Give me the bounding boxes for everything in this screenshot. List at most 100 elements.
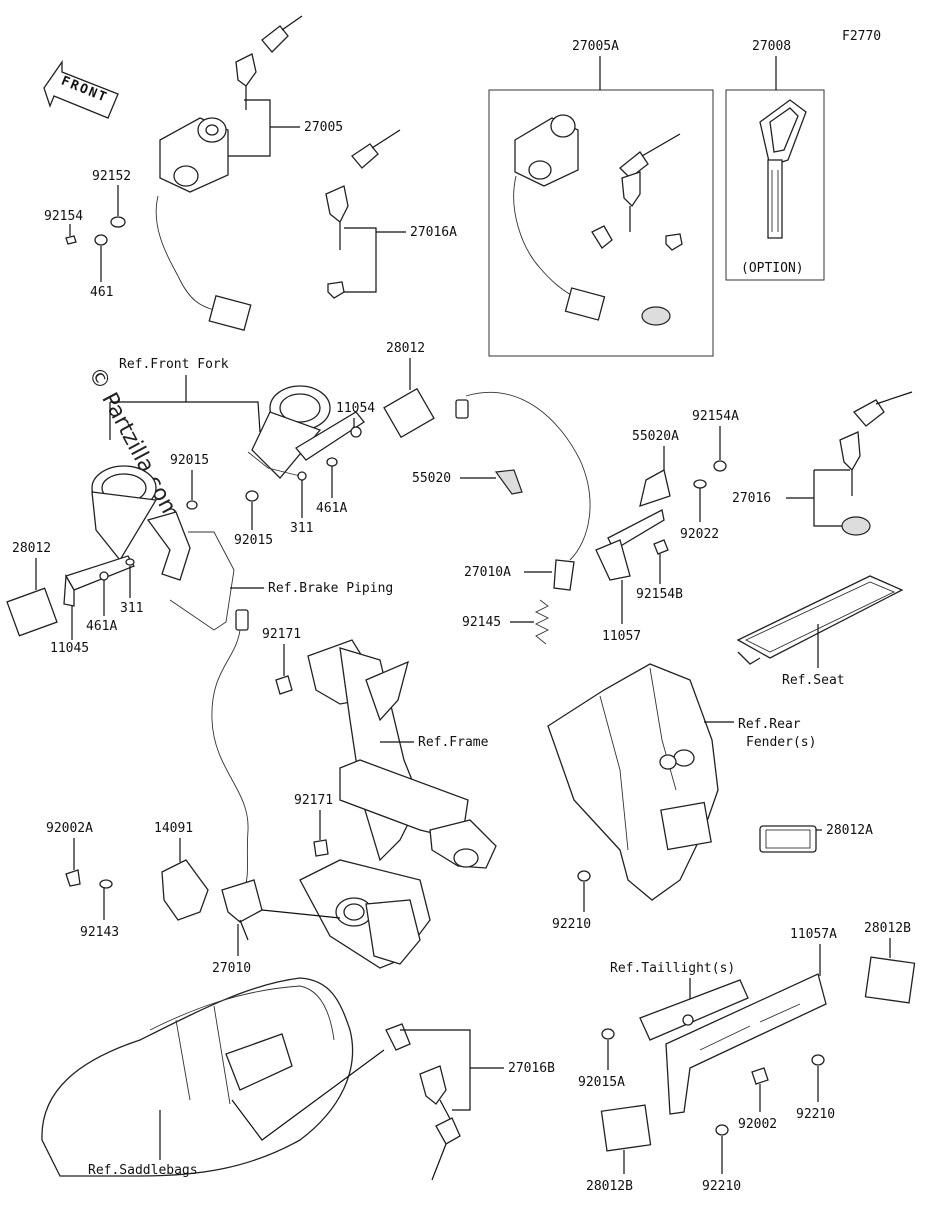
- plate-bracket-11057A-icon: [665, 973, 827, 1115]
- leader-ref-front-fork: [110, 401, 261, 433]
- nut-92015-b-icon: [245, 490, 259, 502]
- nut-92015-a-icon: [186, 500, 198, 510]
- option-key-icon: [759, 99, 807, 239]
- ignition-switch-icon: [155, 117, 252, 332]
- label-27010: 27010: [212, 961, 251, 976]
- bracket-55020A-icon: [595, 469, 671, 581]
- nut-92210-b-icon: [811, 1054, 825, 1066]
- spring-92145-icon: [534, 599, 550, 645]
- reflector-28012-top-icon: [383, 387, 435, 439]
- label-11054: 11054: [336, 401, 375, 416]
- saddlebag-icon: [41, 977, 354, 1177]
- nut-92015A-icon: [601, 1028, 615, 1040]
- label-461A-a: 461A: [316, 501, 347, 516]
- option-label: (OPTION): [741, 261, 804, 276]
- rear-fender-icon: [547, 663, 719, 901]
- bolt-92154B-icon: [653, 539, 669, 555]
- label-27005: 27005: [304, 120, 343, 135]
- label-92002: 92002: [738, 1117, 777, 1132]
- switch-27010-icon: [221, 879, 263, 941]
- label-55020: 55020: [412, 471, 451, 486]
- label-92171-b: 92171: [294, 793, 333, 808]
- label-28012B-a: 28012B: [864, 921, 911, 936]
- leader-27005: [228, 99, 271, 157]
- label-92002A: 92002A: [46, 821, 93, 836]
- washer-92143-icon: [99, 879, 113, 889]
- switch-27010A-icon: [553, 559, 575, 591]
- label-11057: 11057: [602, 629, 641, 644]
- label-11045: 11045: [50, 641, 89, 656]
- ignition-switch-set-icon: [513, 114, 683, 326]
- label-27010A: 27010A: [464, 565, 511, 580]
- label-27005A: 27005A: [572, 39, 619, 54]
- seat-panel-icon: [736, 575, 904, 665]
- label-27016A: 27016A: [410, 225, 457, 240]
- label-92022: 92022: [680, 527, 719, 542]
- label-ref-frame: Ref.Frame: [418, 735, 489, 750]
- bracket-11045-icon: [63, 555, 135, 607]
- label-92154-top: 92154: [44, 209, 83, 224]
- label-14091: 14091: [154, 821, 193, 836]
- label-ref-saddlebags: Ref.Saddlebags: [88, 1163, 198, 1178]
- label-92015-b: 92015: [234, 533, 273, 548]
- nut-92154A-icon: [713, 460, 727, 472]
- label-55020A: 55020A: [632, 429, 679, 444]
- key-27016B-icon: [385, 1023, 461, 1181]
- label-28012-left: 28012: [12, 541, 51, 556]
- fork-tube-upper-icon: [247, 385, 331, 479]
- label-92152: 92152: [92, 169, 131, 184]
- front-arrow-icon: FRONT: [43, 59, 119, 119]
- side-stand-switch-cable-icon: [455, 391, 591, 561]
- bolt-92002A-icon: [65, 869, 81, 887]
- washer-92152-icon: [110, 216, 126, 228]
- label-92015-a: 92015: [170, 453, 209, 468]
- bolt-92154-icon: [65, 235, 77, 245]
- nut-461-icon: [94, 234, 108, 246]
- label-28012-top: 28012: [386, 341, 425, 356]
- box-option: [725, 89, 825, 281]
- label-92145: 92145: [462, 615, 501, 630]
- label-92210-a: 92210: [552, 917, 591, 932]
- label-92154B: 92154B: [636, 587, 683, 602]
- label-ref-rear-fender-2: Fender(s): [746, 735, 816, 750]
- label-27016: 27016: [732, 491, 771, 506]
- washer-92022-icon: [693, 479, 707, 489]
- nut-92210-a-icon: [577, 870, 591, 882]
- diagram-code: F2770: [842, 29, 881, 44]
- label-311-a: 311: [290, 521, 313, 536]
- key-27016-icon: [839, 391, 913, 536]
- label-ref-rear-fender-1: Ref.Rear: [738, 717, 801, 732]
- label-92171-a: 92171: [262, 627, 301, 642]
- leader-27016: [813, 469, 850, 527]
- label-28012B-b: 28012B: [586, 1179, 633, 1194]
- key-icon: [235, 15, 303, 110]
- taillight-bracket-icon: [639, 979, 749, 1041]
- reflector-28012A-icon: [759, 825, 817, 853]
- main-cable-icon: [211, 609, 249, 891]
- label-ref-seat: Ref.Seat: [782, 673, 845, 688]
- clamp-92171-b-icon: [313, 839, 329, 857]
- brake-piping-bracket-icon: [146, 511, 235, 631]
- bolt-92002-icon: [751, 1067, 769, 1085]
- label-ref-taillight: Ref.Taillight(s): [610, 961, 735, 976]
- label-92210-b: 92210: [796, 1107, 835, 1122]
- washer-311-b-icon: [125, 558, 135, 566]
- leader-27016B: [400, 1029, 471, 1111]
- label-92143: 92143: [80, 925, 119, 940]
- label-461A-b: 461A: [86, 619, 117, 634]
- label-11057A: 11057A: [790, 927, 837, 942]
- cover-14091-icon: [161, 859, 209, 921]
- label-92015A: 92015A: [578, 1075, 625, 1090]
- box-27005A: [488, 89, 714, 357]
- label-461-top: 461: [90, 285, 113, 300]
- label-92154A: 92154A: [692, 409, 739, 424]
- reflector-28012B-a-icon: [864, 956, 916, 1004]
- label-27016B: 27016B: [508, 1061, 555, 1076]
- reflector-28012-left-icon: [6, 587, 58, 637]
- label-311-b: 311: [120, 601, 143, 616]
- label-28012A: 28012A: [826, 823, 873, 838]
- leader-saddlebag-key: [231, 1049, 385, 1141]
- washer-311-a-icon: [297, 471, 307, 481]
